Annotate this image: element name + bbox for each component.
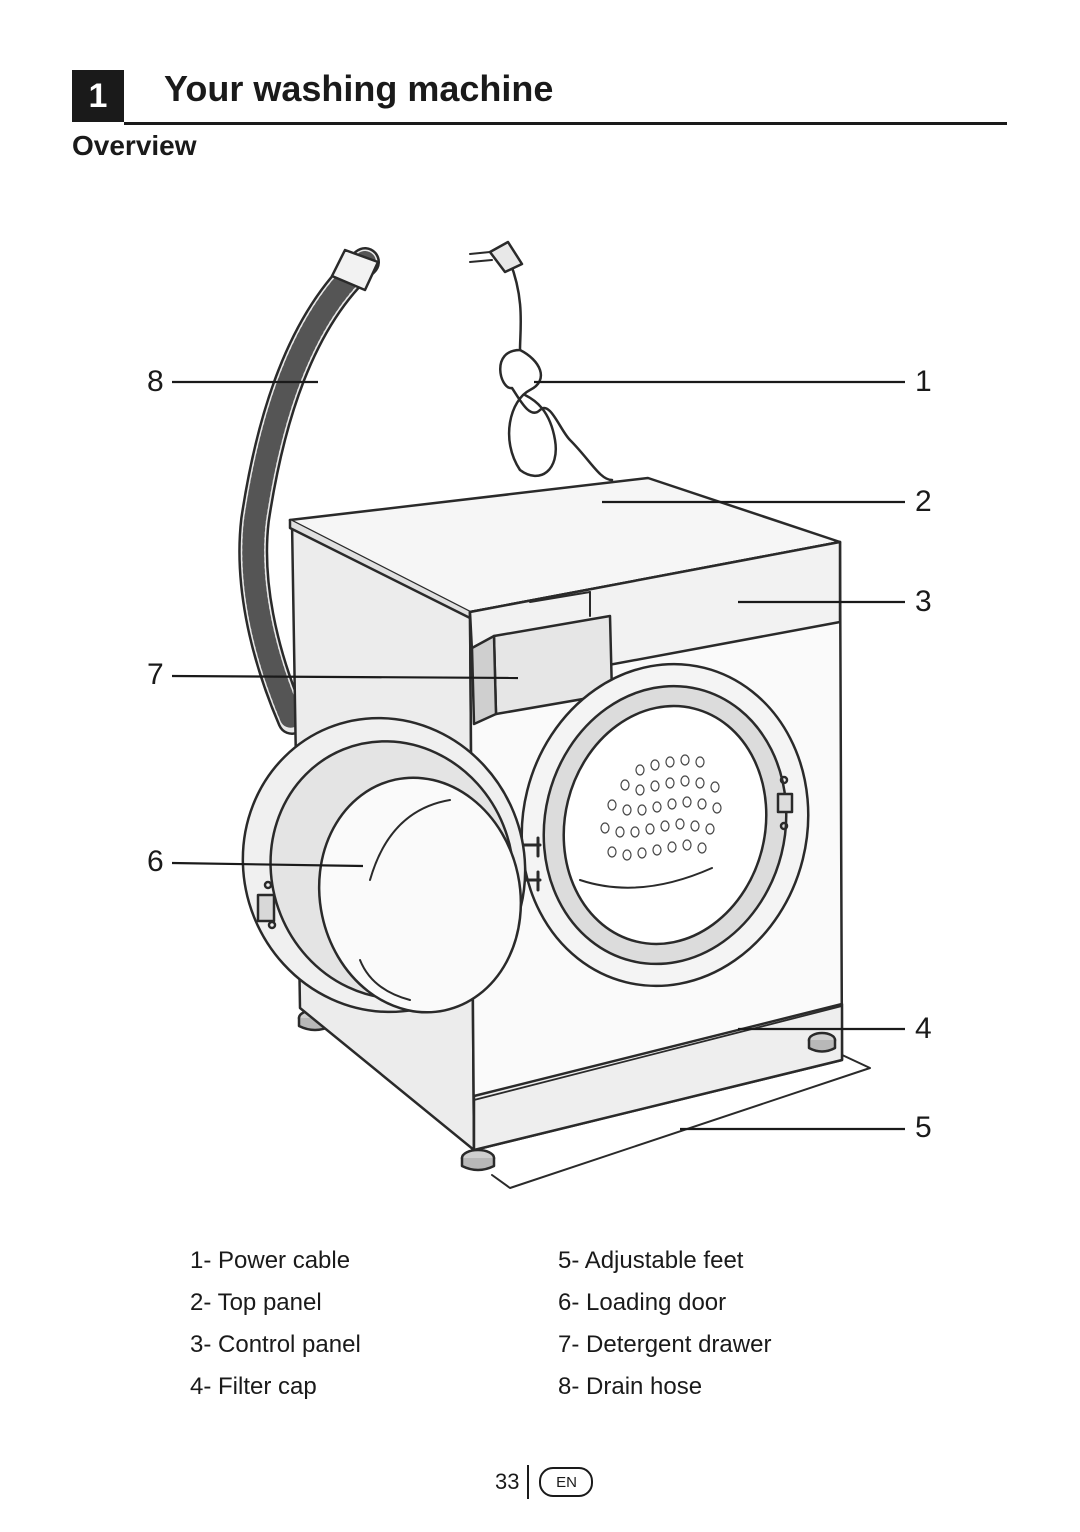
power-cable — [499, 260, 614, 482]
legend-item: 8- Drain hose — [558, 1373, 703, 1400]
callout-2: 2 — [915, 485, 932, 518]
section-title: Overview — [72, 130, 197, 161]
leader-line-6 — [171, 861, 364, 868]
chapter-title: Your washing machine — [164, 68, 554, 109]
callout-5: 5 — [915, 1111, 932, 1144]
legend-item: 2- Top panel — [190, 1289, 322, 1316]
leader-line-7 — [171, 674, 519, 680]
legend-item: 4- Filter cap — [190, 1373, 317, 1400]
legend-column-left: 1- Power cable 2- Top panel 3- Control p… — [190, 1240, 361, 1408]
legend-item: 6- Loading door — [558, 1289, 727, 1316]
footer-divider — [527, 1465, 530, 1499]
callout-4: 4 — [915, 1012, 932, 1045]
drum-holes — [600, 754, 722, 861]
door-lock — [776, 792, 794, 814]
legend-item: 1- Power cable — [190, 1247, 351, 1274]
page-number: 33 — [495, 1469, 520, 1494]
language-badge: EN — [539, 1467, 594, 1497]
legend-item: 7- Detergent drawer — [558, 1331, 772, 1358]
drain-hose-ribs — [242, 251, 376, 731]
legend-column-right: 5- Adjustable feet 6- Loading door 7- De… — [558, 1240, 771, 1408]
heading-rule — [124, 122, 1007, 125]
washing-machine-illustration — [171, 240, 905, 1189]
chapter-heading: 1 Your washing machine — [72, 68, 1007, 125]
callout-8: 8 — [147, 365, 164, 398]
chapter-number: 1 — [72, 70, 124, 122]
callout-3: 3 — [915, 585, 932, 618]
callout-1: 1 — [915, 365, 932, 398]
legend-item: 5- Adjustable feet — [558, 1247, 744, 1274]
callout-7: 7 — [147, 658, 164, 691]
drum-opening — [562, 704, 768, 946]
legend-item: 3- Control panel — [190, 1331, 361, 1358]
page-footer: 33 EN — [495, 1462, 594, 1502]
loading-door-glass — [317, 776, 523, 1014]
callout-6: 6 — [147, 845, 164, 878]
power-plug — [488, 240, 524, 274]
filter-cap-plate — [472, 1002, 844, 1152]
